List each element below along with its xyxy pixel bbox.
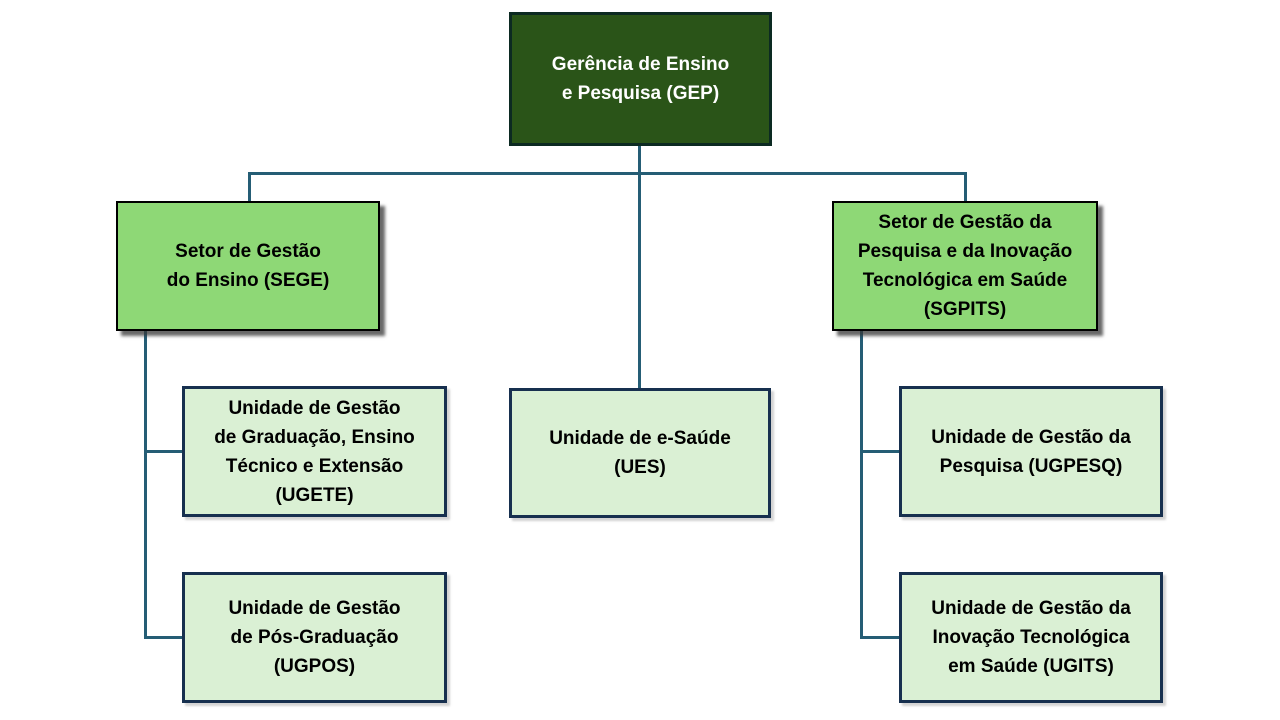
connector-main-rail (248, 172, 967, 175)
org-node-ugits-label: Unidade de Gestão da Inovação Tecnológic… (931, 598, 1131, 677)
org-node-ues-label: Unidade de e-Saúde (UES) (549, 428, 731, 478)
org-node-sege-label: Setor de Gestão do Ensino (SEGE) (166, 241, 330, 291)
connector-rail-to-sgpits (964, 172, 967, 201)
connector-gep-to-ues (638, 146, 641, 388)
org-node-sege: Setor de Gestão do Ensino (SEGE) (116, 201, 380, 331)
org-node-gep-label: Gerência de Ensino e Pesquisa (GEP) (551, 54, 730, 104)
connector-sgpits-trunk (860, 331, 863, 639)
org-node-ugpos: Unidade de Gestão de Pós-Graduação (UGPO… (182, 572, 447, 703)
org-node-ugete: Unidade de Gestão de Graduação, Ensino T… (182, 386, 447, 517)
org-node-gep: Gerência de Ensino e Pesquisa (GEP) (509, 12, 772, 146)
org-node-ugits: Unidade de Gestão da Inovação Tecnológic… (899, 572, 1163, 703)
connector-sege-to-ugpos (144, 636, 182, 639)
connector-sege-to-ugete (144, 450, 182, 453)
connector-sgpits-to-ugits (860, 636, 899, 639)
connector-rail-to-sege (248, 172, 251, 201)
connector-sege-trunk (144, 331, 147, 639)
org-node-ugete-label: Unidade de Gestão de Graduação, Ensino T… (214, 397, 415, 506)
org-node-ugpesq: Unidade de Gestão da Pesquisa (UGPESQ) (899, 386, 1163, 517)
org-node-ugpos-label: Unidade de Gestão de Pós-Graduação (UGPO… (228, 598, 401, 677)
org-node-sgpits-label: Setor de Gestão da Pesquisa e da Inovaçã… (857, 212, 1073, 320)
connector-sgpits-to-ugpesq (860, 450, 899, 453)
org-node-sgpits: Setor de Gestão da Pesquisa e da Inovaçã… (832, 201, 1098, 331)
org-node-ues: Unidade de e-Saúde (UES) (509, 388, 771, 518)
org-node-ugpesq-label: Unidade de Gestão da Pesquisa (UGPESQ) (931, 426, 1131, 477)
